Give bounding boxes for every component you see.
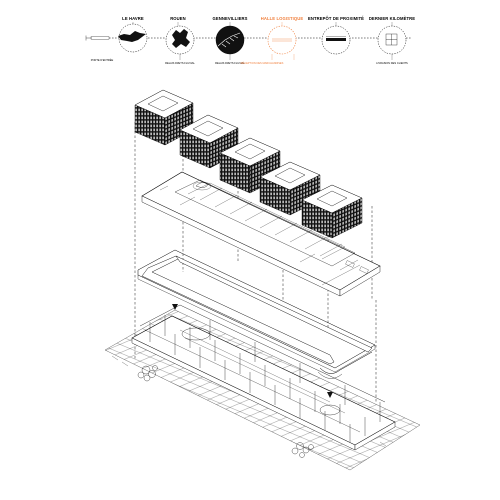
station-title: DERNIER KILOMÈTRE (369, 16, 415, 21)
le-havre-map-icon (118, 31, 146, 42)
station-le-havre: LE HAVRE PORTE D'ENTRÉE (91, 16, 148, 62)
station-title: ROUEN (170, 16, 186, 21)
start-marker (85, 35, 110, 41)
housing-block-2 (179, 114, 239, 169)
station-subtitle: LIVRAISON DES CLIENTS (376, 61, 408, 65)
roof-ring-layer (137, 249, 376, 379)
entrepot-icon (326, 36, 346, 41)
ground-floor-hall (104, 304, 421, 471)
housing-block-4 (259, 161, 321, 216)
station-subtitle: RELAIS FRETS FLUVIAL (215, 61, 245, 65)
station-title: ENTREPÔT DE PROXIMITÉ (308, 16, 364, 21)
gennevilliers-map-icon (217, 32, 241, 48)
station-dernier-kilometre: DERNIER KILOMÈTRE LIVRAISON DES CLIENTS (369, 16, 415, 65)
rouen-map-icon (172, 29, 190, 48)
station-title: HALLE LOGISTIQUE (261, 16, 304, 21)
dernier-kilometre-icon (385, 33, 398, 46)
housing-blocks (134, 89, 363, 239)
station-rouen: ROUEN RELAIS FRETS FLUVIAL (165, 16, 195, 65)
housing-block-1 (134, 89, 194, 146)
station-title: LE HAVRE (122, 16, 144, 21)
logistics-timeline: LE HAVRE PORTE D'ENTRÉE ROUEN RELAIS FRE… (85, 16, 415, 65)
station-gennevilliers: GENNEVILLIERS RELAIS FRETS FLUVIAL (212, 16, 247, 65)
station-subtitle: PORTE D'ENTRÉE (91, 57, 114, 62)
housing-block-3 (219, 137, 281, 194)
station-entrepot: ENTREPÔT DE PROXIMITÉ (308, 16, 364, 55)
trees (137, 365, 314, 458)
housing-block-5 (301, 184, 363, 239)
station-subtitle: RELAIS FRETS FLUVIAL (165, 61, 195, 65)
station-halle-logistique: HALLE LOGISTIQUE RÉCEPTION DES MARCHANDI… (241, 16, 304, 65)
halle-logistique-icon (272, 38, 292, 42)
station-title: GENNEVILLIERS (212, 16, 247, 21)
upper-floor-plan (141, 171, 381, 297)
station-subtitle: RÉCEPTION DES MARCHANDISES (241, 60, 284, 65)
